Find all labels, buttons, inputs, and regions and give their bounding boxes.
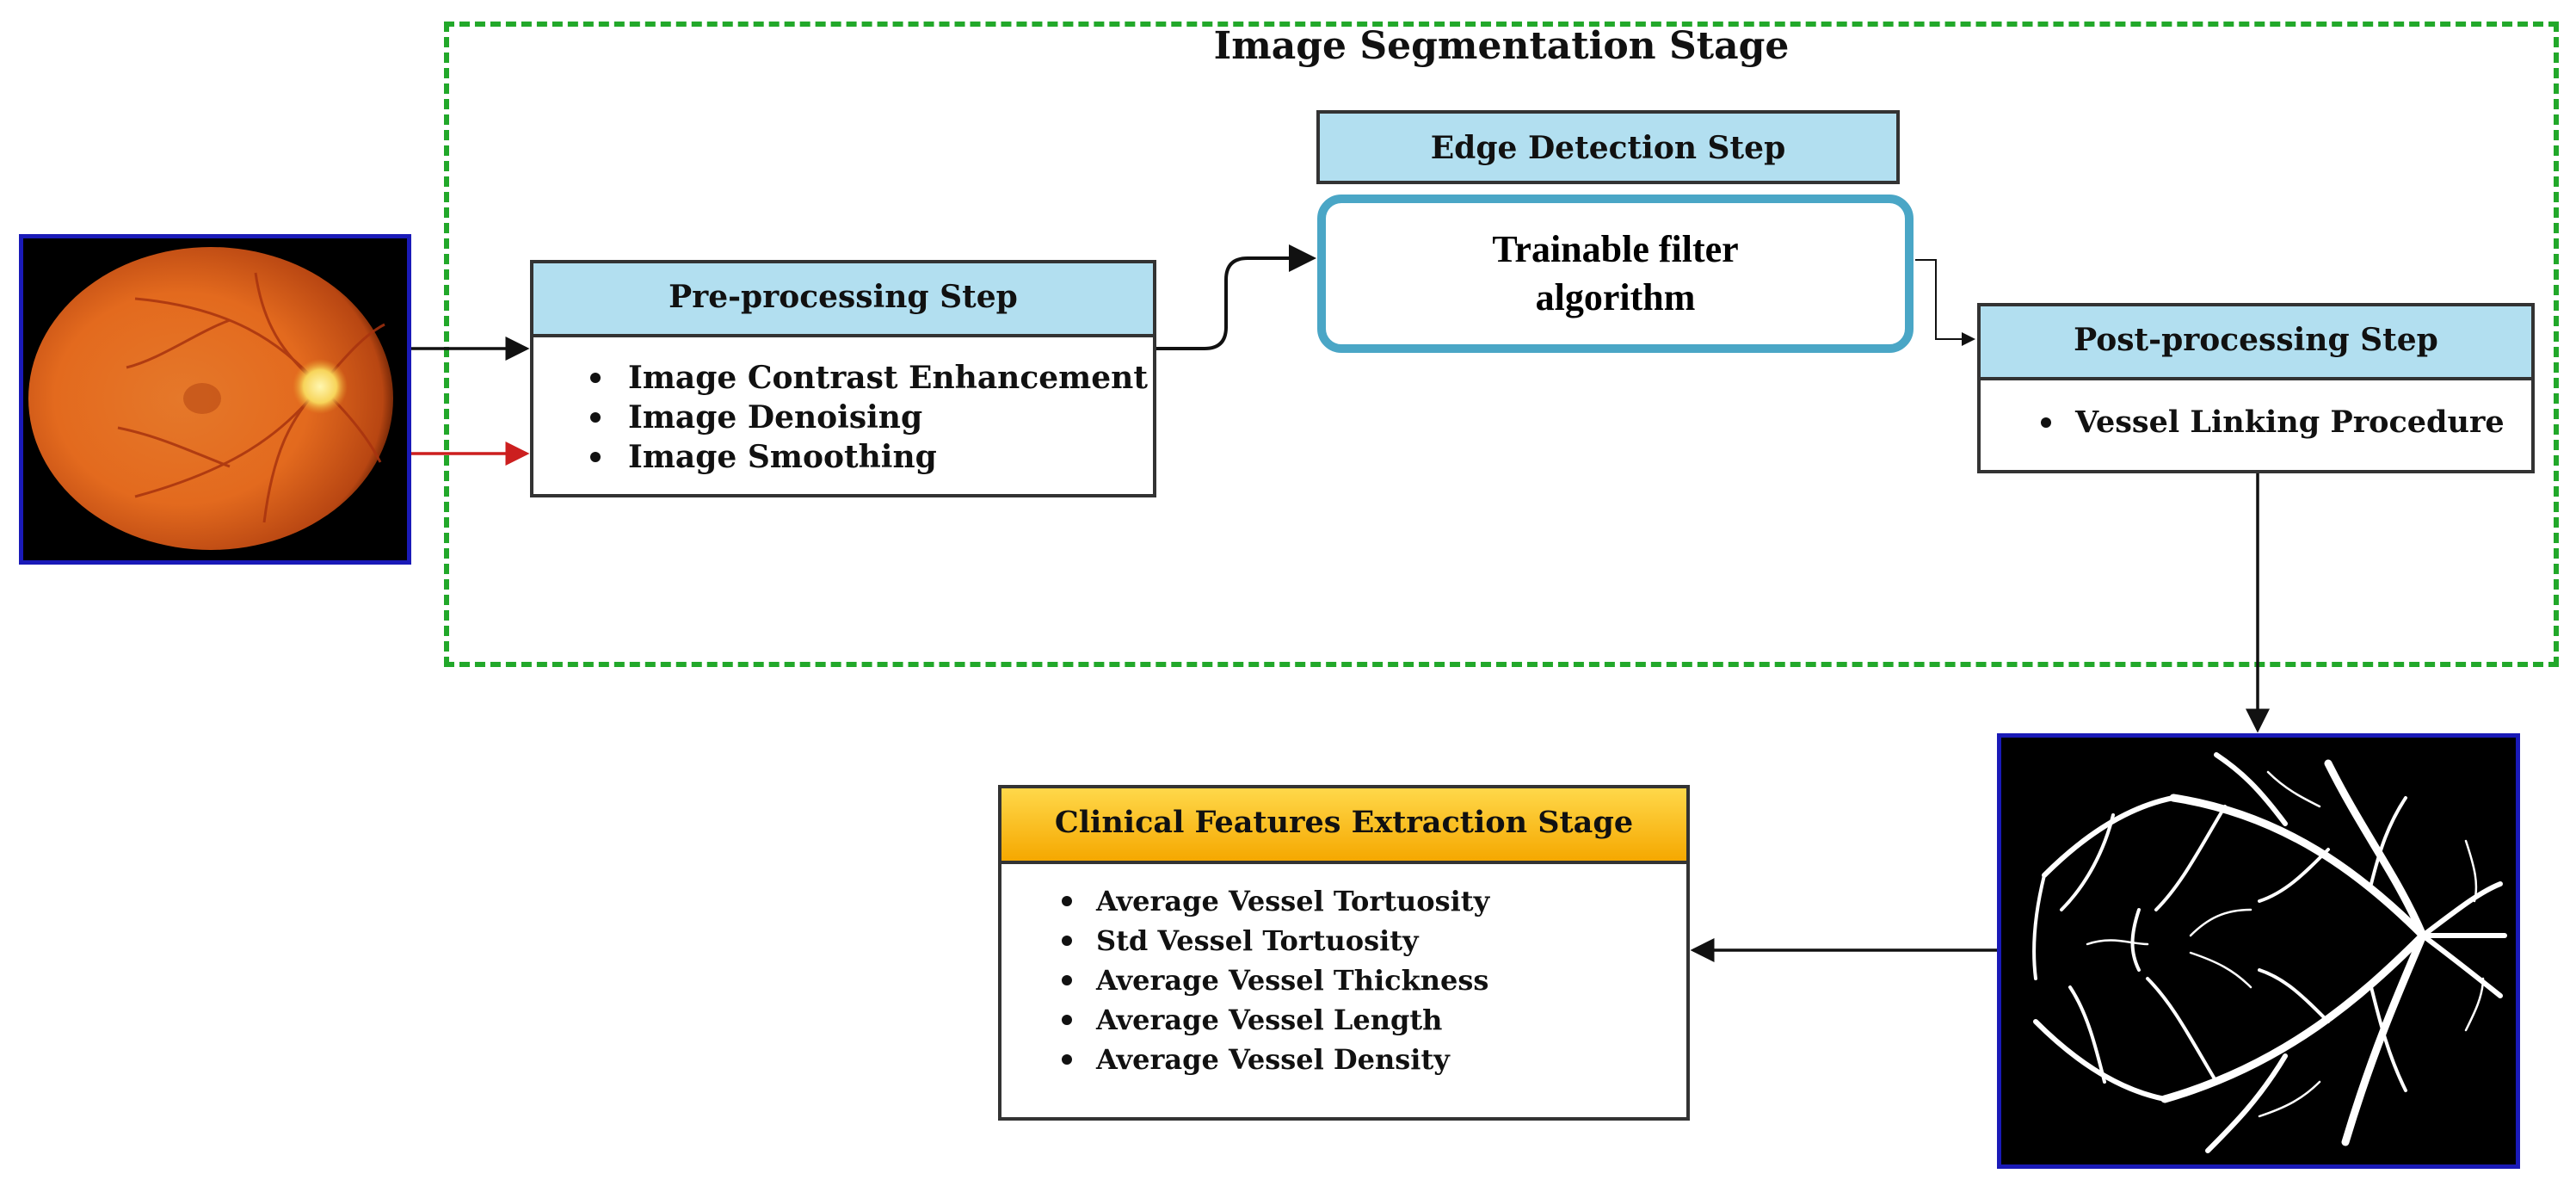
list-item: Average Vessel Density xyxy=(1062,1040,1686,1079)
list-item: Image Contrast Enhancement xyxy=(590,358,1153,398)
list-item: Average Vessel Tortuosity xyxy=(1062,881,1686,921)
list-item: Vessel Linking Procedure xyxy=(2041,403,2531,442)
segmentation-stage-frame xyxy=(444,22,2559,667)
pre-processing-list: Image Contrast Enhancement Image Denoisi… xyxy=(533,337,1153,477)
list-item: Std Vessel Tortuosity xyxy=(1062,921,1686,961)
list-item: Image Smoothing xyxy=(590,437,1153,477)
fundus-image xyxy=(19,234,411,565)
clinical-features-card: Clinical Features Extraction Stage Avera… xyxy=(998,785,1690,1121)
list-item: Image Denoising xyxy=(590,398,1153,437)
post-processing-title: Post-processing Step xyxy=(1981,306,2531,380)
edge-detection-title: Edge Detection Step xyxy=(1316,110,1900,184)
post-processing-card: Post-processing Step Vessel Linking Proc… xyxy=(1977,303,2535,473)
post-processing-list: Vessel Linking Procedure xyxy=(1981,380,2531,442)
vessel-map-image xyxy=(1997,733,2520,1169)
stage-title: Image Segmentation Stage xyxy=(1213,24,1790,68)
pre-processing-title: Pre-processing Step xyxy=(533,263,1153,337)
algorithm-label: Trainable filter algorithm xyxy=(1492,228,1739,318)
list-item: Average Vessel Thickness xyxy=(1062,961,1686,1000)
trainable-filter-box: Trainable filter algorithm xyxy=(1317,195,1914,353)
list-item: Average Vessel Length xyxy=(1062,1000,1686,1040)
clinical-features-title: Clinical Features Extraction Stage xyxy=(1001,788,1686,864)
pre-processing-card: Pre-processing Step Image Contrast Enhan… xyxy=(530,260,1156,497)
clinical-features-list: Average Vessel Tortuosity Std Vessel Tor… xyxy=(1001,864,1686,1079)
